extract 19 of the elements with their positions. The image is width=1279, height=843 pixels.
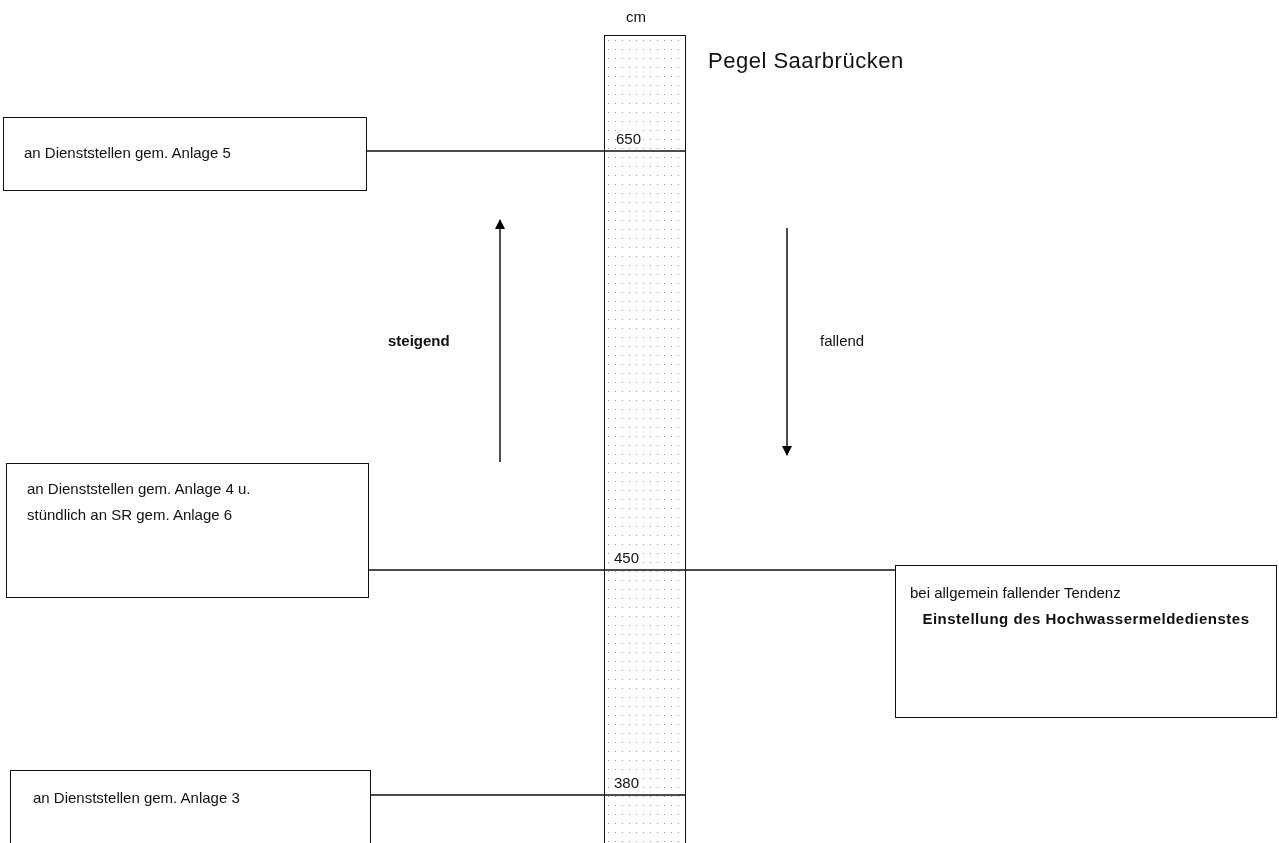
box-text: an Dienststellen gem. Anlage 3	[33, 788, 241, 808]
text-box	[6, 463, 369, 598]
heading-text: Einstellung des Hochwassermeldedienstes	[921, 609, 1251, 629]
box-text: bei allgemein fallender Tendenz	[910, 583, 1122, 603]
connector-line	[366, 150, 605, 152]
direction-label: steigend	[388, 332, 450, 349]
box-text: an Dienststellen gem. Anlage 4 u. stündlich an SR gem. Anlage 6	[27, 479, 252, 525]
connector-line	[368, 569, 605, 571]
connector-line	[370, 794, 605, 796]
text-box	[10, 770, 371, 843]
level-value: 650	[616, 130, 642, 147]
title: Pegel Saarbrücken	[708, 48, 904, 74]
text-box	[895, 565, 1277, 718]
box-text: an Dienststellen gem. Anlage 5	[24, 143, 232, 163]
unit-label: cm	[626, 8, 646, 25]
direction-label: fallend	[820, 332, 865, 349]
text-box	[3, 117, 367, 191]
connector-line	[685, 569, 896, 571]
gauge-column	[604, 35, 686, 843]
